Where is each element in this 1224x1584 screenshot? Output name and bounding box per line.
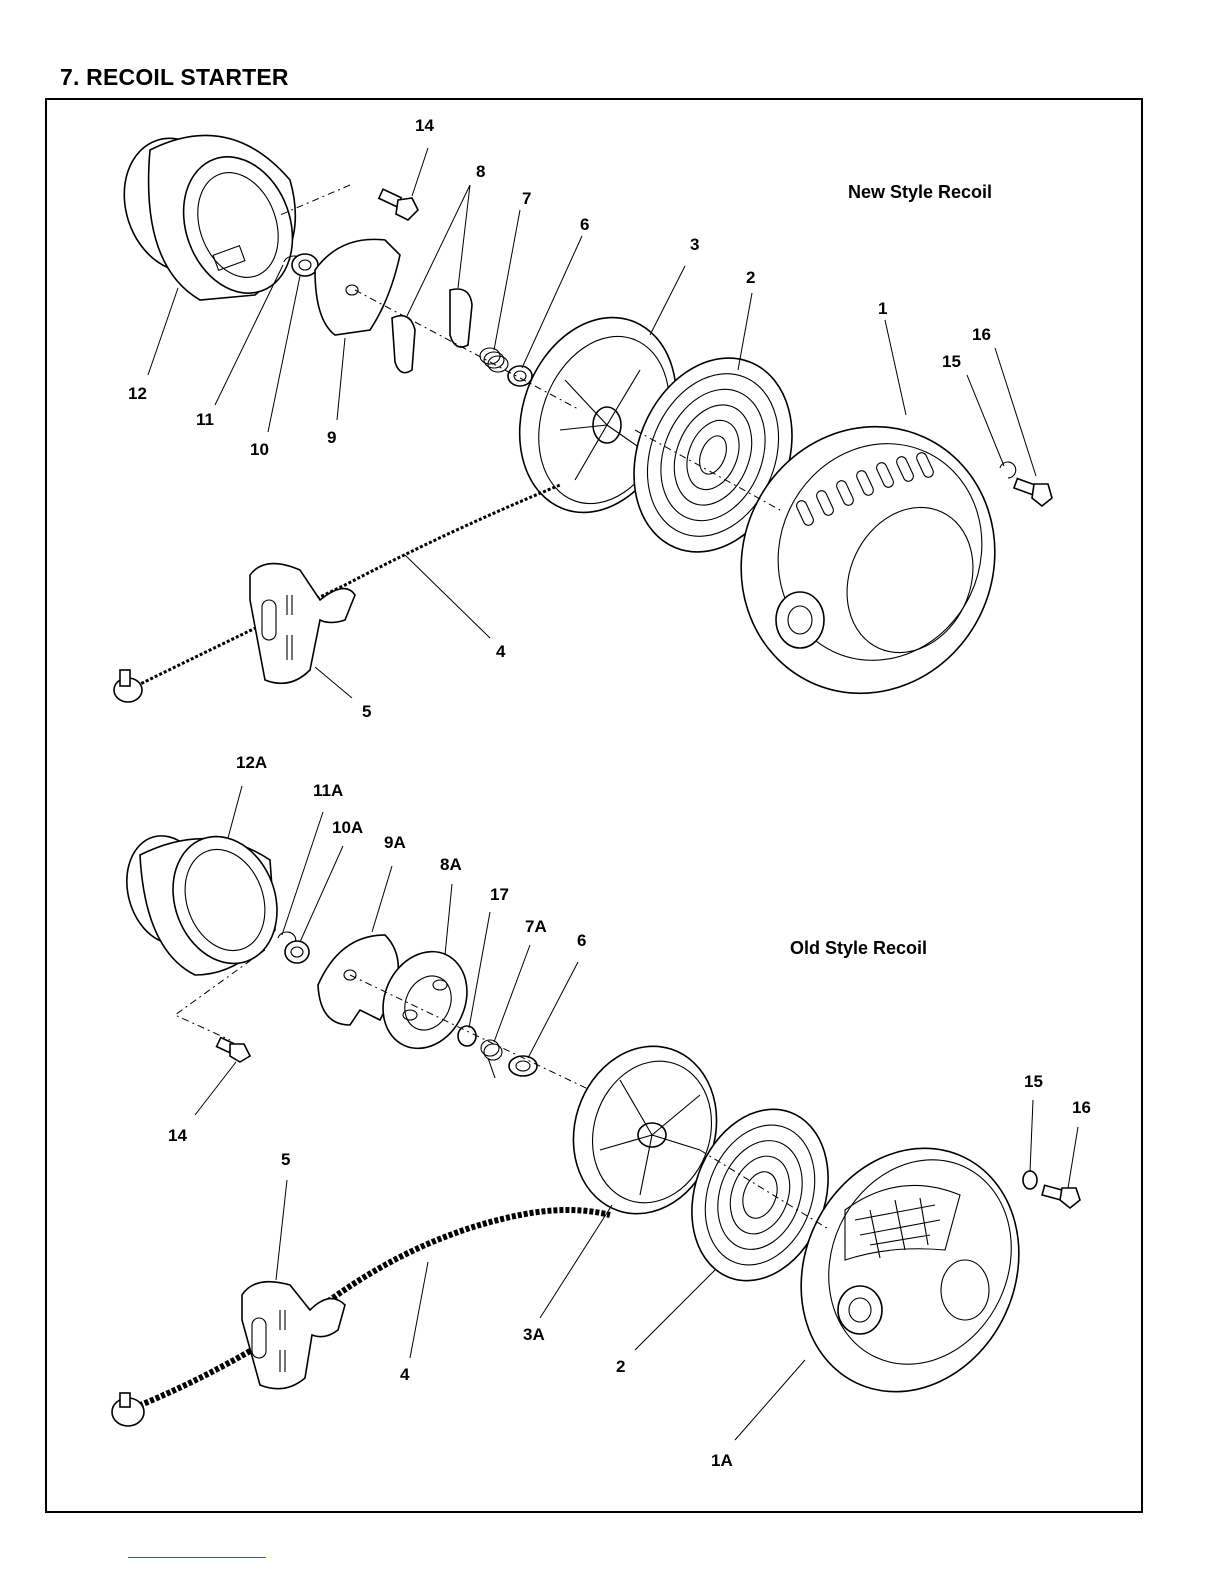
- callout-old-12A: 12A: [236, 753, 267, 772]
- callout-old-9A: 9A: [384, 833, 406, 852]
- starter-handle-5: [250, 564, 355, 684]
- callout-new-16: 16: [972, 325, 991, 344]
- bolt-16: [1014, 479, 1052, 506]
- callout-new-1: 1: [878, 299, 887, 318]
- callout-old-3A: 3A: [523, 1325, 545, 1344]
- ring-17: [458, 1026, 476, 1046]
- callout-old-2: 2: [616, 1357, 625, 1376]
- callout-new-3: 3: [690, 235, 699, 254]
- callout-old-7A: 7A: [525, 917, 547, 936]
- new-style-recoil-heading: New Style Recoil: [848, 182, 992, 202]
- washer-10: [292, 254, 318, 276]
- callout-old-17: 17: [490, 885, 509, 904]
- washer-15-old: [1023, 1171, 1037, 1189]
- old-style-recoil-assembly: Old Style Recoil: [112, 753, 1091, 1470]
- old-style-recoil-heading: Old Style Recoil: [790, 938, 927, 958]
- callout-old-16: 16: [1072, 1098, 1091, 1117]
- callout-new-8: 8: [476, 162, 485, 181]
- bolt-14-old: [217, 1038, 250, 1062]
- callout-new-9: 9: [327, 428, 336, 447]
- callout-old-14: 14: [168, 1126, 187, 1145]
- starter-cup-12A: [115, 822, 294, 978]
- callout-old-1A: 1A: [711, 1451, 733, 1470]
- callout-new-2: 2: [746, 268, 755, 287]
- callout-new-6: 6: [580, 215, 589, 234]
- callout-new-5: 5: [362, 702, 371, 721]
- pawl-8a: [392, 316, 415, 373]
- spring-7: [480, 348, 508, 372]
- starter-cup-12: [108, 124, 311, 308]
- lock-washer-15: [1000, 462, 1016, 478]
- rope-knot-old: [112, 1393, 144, 1426]
- pawl-8b: [450, 289, 472, 347]
- callout-new-11: 11: [196, 410, 214, 429]
- rope-knot-new: [114, 670, 142, 702]
- callout-new-14: 14: [415, 116, 434, 135]
- callout-new-4: 4: [496, 642, 506, 661]
- new-style-recoil-assembly: New Style Recoil: [108, 116, 1052, 735]
- callout-old-8A: 8A: [440, 855, 462, 874]
- callout-old-11A: 11A: [313, 781, 343, 800]
- callout-old-5: 5: [281, 1150, 290, 1169]
- callout-new-7: 7: [522, 189, 531, 208]
- callout-new-10: 10: [250, 440, 269, 459]
- bolt-16-old: [1042, 1185, 1080, 1208]
- callout-new-15: 15: [942, 352, 961, 371]
- bolt-14: [379, 189, 418, 220]
- collar-6-old: [509, 1056, 537, 1076]
- spring-7A: [481, 1040, 502, 1078]
- callout-old-15: 15: [1024, 1072, 1043, 1091]
- washer-10A: [285, 941, 309, 963]
- callout-old-6: 6: [577, 931, 586, 950]
- footer-rule: [128, 1557, 266, 1558]
- callout-old-4: 4: [400, 1365, 410, 1384]
- starter-rope-4-old: [128, 1210, 610, 1410]
- callout-old-10A: 10A: [332, 818, 363, 837]
- callout-new-12: 12: [128, 384, 147, 403]
- collar-6: [508, 366, 532, 386]
